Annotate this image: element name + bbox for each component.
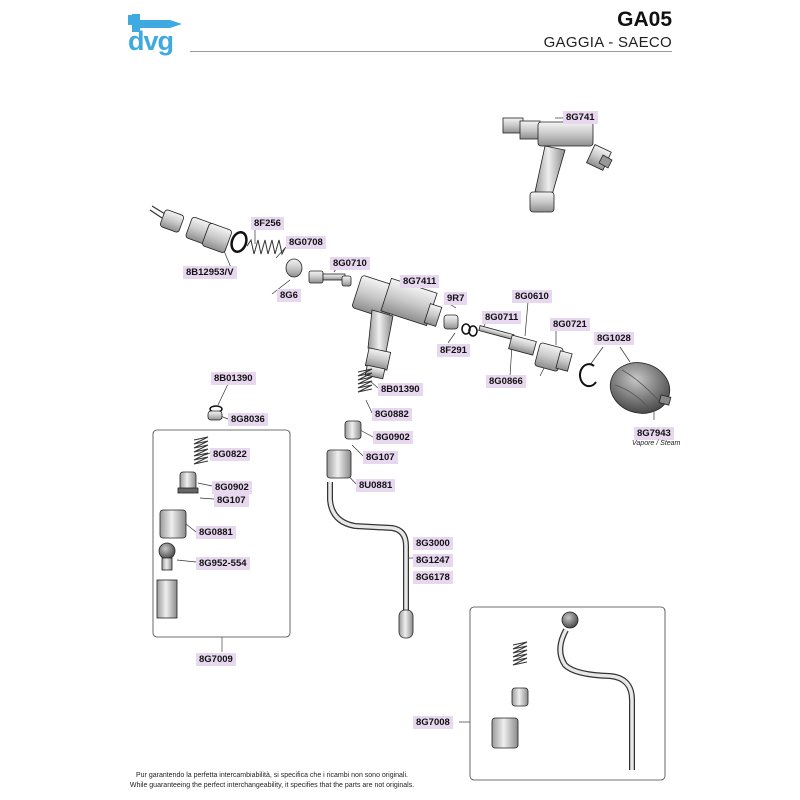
header-divider xyxy=(190,51,672,52)
part-label: 8G741 xyxy=(563,111,598,124)
logo-text: dvg xyxy=(128,26,174,56)
steam-note: Vapore / Steam xyxy=(632,440,681,447)
part-label: 8G0822 xyxy=(210,448,250,461)
part-label: 8G0882 xyxy=(372,408,412,421)
nozzle-part-icon xyxy=(156,420,529,749)
part-label: 8F291 xyxy=(437,344,470,357)
part-label: 8G107 xyxy=(363,451,398,464)
group-box-8G7008 xyxy=(469,606,666,781)
part-label: 8G7943 xyxy=(634,427,674,440)
part-label: 9R7 xyxy=(444,292,468,305)
group-box-8G7009 xyxy=(152,429,291,638)
small-washer-part-icon xyxy=(207,405,223,421)
spring-part-icon xyxy=(246,238,286,256)
part-label: 8G7411 xyxy=(400,275,440,288)
part-label: 8G8036 xyxy=(228,413,268,426)
part-label: 8G6178 xyxy=(413,571,453,584)
part-label: 8G7008 xyxy=(413,716,453,729)
dvg-logo-icon xyxy=(128,14,182,32)
part-label: 8B01390 xyxy=(378,383,423,396)
seal-part-icon xyxy=(285,258,352,287)
part-label: 8B01390 xyxy=(211,372,256,385)
part-label: 8G1028 xyxy=(594,332,634,345)
part-label: 8G0711 xyxy=(482,311,522,324)
disclaimer-italian: Pur garantendo la perfetta intercambiabi… xyxy=(136,772,408,779)
part-label: 8G0866 xyxy=(486,375,526,388)
valve-stem-part-icon xyxy=(443,314,597,388)
part-label: 8B12953/V xyxy=(183,266,237,279)
part-label: 8G0610 xyxy=(512,290,552,303)
brand-names: GAGGIA - SAECO xyxy=(543,34,672,51)
disclaimer: Pur garantendo la perfetta intercambiabi… xyxy=(0,771,544,791)
part-label: 8G0721 xyxy=(550,318,590,331)
model-code: GA05 xyxy=(617,8,672,31)
inlet-fitting-part-icon xyxy=(149,205,248,253)
part-label: 8G0902 xyxy=(212,481,252,494)
part-label: 8G952-554 xyxy=(196,557,250,570)
spring-part-icon xyxy=(193,368,528,666)
part-label: 8G7009 xyxy=(196,653,236,666)
part-label: 8U0881 xyxy=(356,479,396,492)
part-label: 8G0708 xyxy=(286,236,326,249)
steam-knob-part-icon xyxy=(609,362,672,414)
steam-wand-part-icon xyxy=(327,482,635,770)
part-label: 8G0710 xyxy=(330,257,370,270)
part-label: 8G3000 xyxy=(413,537,453,550)
tee-valve-part-icon xyxy=(502,117,613,213)
disclaimer-english: While guaranteeing the perfect interchan… xyxy=(129,782,415,789)
central-tee-part-icon xyxy=(352,275,443,380)
part-label: 8G0881 xyxy=(196,526,236,539)
part-label: 8G1247 xyxy=(413,554,453,567)
part-label: 8G6 xyxy=(277,289,301,302)
part-label: 8F256 xyxy=(251,217,284,230)
part-label: 8G0902 xyxy=(373,431,413,444)
part-label: 8G107 xyxy=(214,494,249,507)
